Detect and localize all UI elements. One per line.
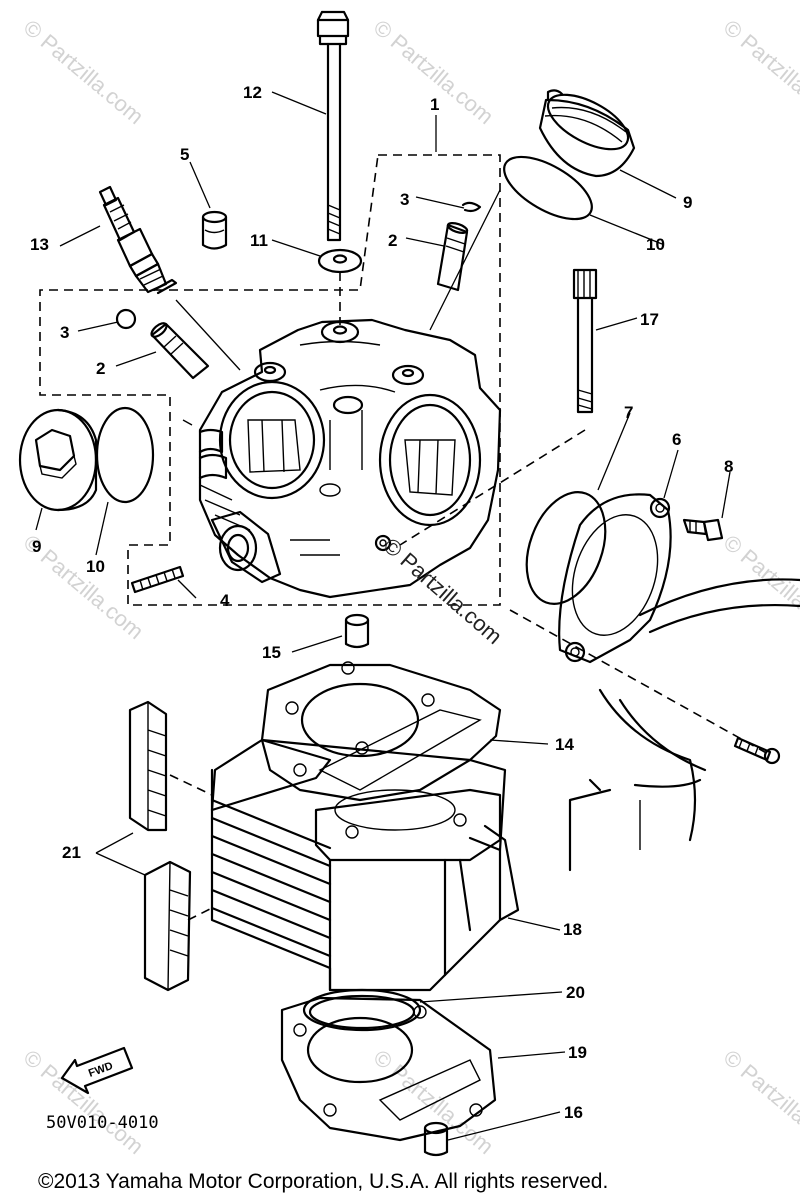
callout-16: 16 [564,1103,583,1122]
callout-9-top: 9 [683,193,692,212]
callout-15: 15 [262,643,281,662]
fin-damper [128,700,168,832]
alignment-line [187,907,213,921]
base-gasket [280,996,497,1142]
watermark-text: © Partzilla.com [19,15,149,129]
o-ring [503,155,593,221]
callout-7: 7 [624,403,633,422]
retaining-clip [461,201,482,213]
o-ring-inner [308,994,416,1030]
callout-19: 19 [568,1043,587,1062]
copyright-notice: ©2013 Yamaha Motor Corporation, U.S.A. A… [38,1170,608,1193]
tappet-cover-top [538,89,636,178]
diagram-code: 50V010-4010 [46,1113,159,1133]
center-watermark: © Partzilla.com [379,533,507,649]
fin-damper [143,860,192,992]
callout-labels: 12 1 5 3 2 13 11 9 10 17 3 2 7 6 8 9 10 … [30,83,733,1122]
crankcase-bolt [733,736,781,765]
callout-9-left: 9 [32,537,41,556]
watermark-layer: © Partzilla.com © Partzilla.com © Partzi… [19,15,800,1159]
callout-13: 13 [30,235,49,254]
callout-3-top: 3 [400,190,409,209]
callout-1: 1 [430,95,439,114]
callout-2-left: 2 [96,359,105,378]
callout-11: 11 [250,231,268,250]
watermark-text: © Partzilla.com [719,1045,800,1159]
callout-10-top: 10 [646,235,665,254]
cylinder-block [210,738,520,992]
head-bolt-long [316,10,350,242]
callout-10-left: 10 [86,557,105,576]
callout-20: 20 [566,983,585,1002]
dowel-pin-mid [344,613,370,649]
dowel-pin-bottom [423,1121,449,1157]
callout-21: 21 [62,843,81,862]
head-bolt-right [572,268,598,414]
cover-bolt [682,518,724,542]
alignment-line [399,429,586,546]
side-cover [558,493,672,664]
dowel-pin-top [201,210,228,250]
callout-6: 6 [672,430,681,449]
callout-3-left: 3 [60,323,69,342]
callout-2-top: 2 [388,231,397,250]
valve-guide [436,221,469,292]
cylinder-head [198,318,502,599]
o-ring [95,406,155,504]
watermark-text: © Partzilla.com [719,15,800,129]
watermark-text: © Partzilla.com [719,530,800,644]
washer [317,248,363,274]
callout-14: 14 [555,735,574,754]
head-gasket [260,661,502,802]
callout-4: 4 [220,591,230,610]
callout-12: 12 [243,83,262,102]
tappet-cover-side [18,408,98,512]
callout-17: 17 [640,310,659,329]
retaining-clip [115,308,137,330]
stud-bolt [130,565,185,594]
o-ring [525,491,607,605]
callout-8: 8 [724,457,733,476]
crankcase-fragment [568,578,800,872]
spark-plug [98,185,178,295]
o-ring [302,988,422,1032]
alignment-line [509,609,771,756]
watermark-text: © Partzilla.com [369,1045,499,1159]
callout-5: 5 [180,145,189,164]
alignment-line [169,774,213,796]
valve-guide [150,322,210,380]
callout-18: 18 [563,920,582,939]
leader-lines [35,91,731,1141]
